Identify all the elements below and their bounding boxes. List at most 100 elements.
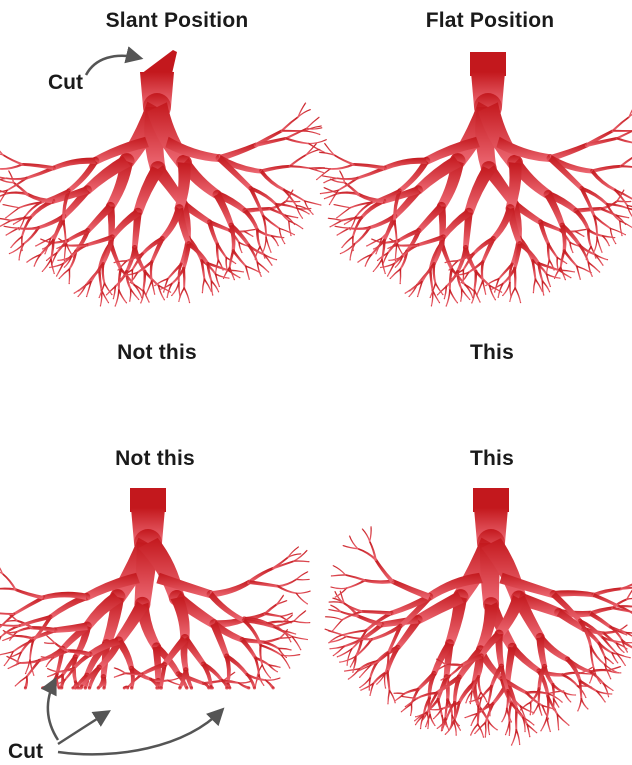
root-segment [281, 116, 299, 131]
root-joint [330, 605, 331, 606]
root-joint [54, 273, 55, 274]
root-segment [296, 591, 310, 594]
root-joint [332, 598, 333, 599]
root-joint [310, 109, 311, 110]
root-joint [470, 735, 471, 736]
root-segment [331, 586, 347, 589]
root-joint [178, 301, 179, 302]
root-joint [359, 677, 360, 678]
root-joint [228, 278, 229, 279]
root-joint [210, 687, 213, 690]
root-joint [414, 720, 415, 721]
root-joint [88, 686, 91, 689]
root-joint [609, 245, 610, 246]
root-joint [300, 553, 301, 554]
root-segment [352, 217, 363, 237]
root-segment [473, 272, 477, 291]
root-joint [44, 642, 45, 643]
root-joint [446, 685, 447, 686]
root-joint [292, 613, 293, 614]
root-joint [302, 218, 303, 219]
root-segment [21, 217, 32, 237]
root-joint [614, 237, 615, 238]
root-joint [319, 134, 320, 135]
root-joint [253, 687, 256, 690]
root-joint [427, 728, 428, 729]
root-joint [290, 637, 291, 638]
root-segment [134, 166, 164, 214]
root-joint [387, 703, 388, 704]
root-joint [568, 725, 569, 726]
root-joint [600, 683, 601, 684]
root-joint [329, 648, 330, 649]
root-segment [335, 226, 349, 229]
root-joint [474, 733, 475, 734]
root-segment [548, 156, 583, 190]
root-joint [5, 217, 6, 218]
root-joint [42, 271, 43, 272]
root-joint [234, 279, 235, 280]
root-segment [616, 128, 632, 140]
root-joint [60, 687, 63, 690]
root-joint [129, 301, 130, 302]
root-segment [617, 137, 632, 144]
root-joint [509, 301, 510, 302]
root-segment [209, 592, 246, 623]
root-joint [59, 278, 60, 279]
root-joint [393, 693, 394, 694]
root-joint [34, 266, 35, 267]
root-joint [360, 690, 361, 691]
cut-arrow [86, 56, 140, 75]
root-joint [389, 238, 390, 239]
heading-flat-position: Flat Position [360, 9, 620, 33]
root-joint [138, 299, 139, 300]
root-joint [16, 664, 17, 665]
root-joint [592, 276, 593, 277]
root-segment [533, 279, 536, 293]
root-segment [325, 616, 342, 620]
root-joint [420, 728, 421, 729]
root-joint [189, 302, 190, 303]
root-segment [168, 680, 181, 686]
root-joint [490, 289, 491, 290]
root-joint [40, 238, 41, 239]
root-segment [593, 593, 620, 607]
root-joint [525, 718, 526, 719]
heading-not-this: Not this [25, 447, 285, 471]
root-joint [373, 271, 374, 272]
root-joint [626, 634, 627, 635]
root-joint [410, 715, 411, 716]
root-joint [332, 630, 333, 631]
root-joint [290, 235, 291, 236]
root-segment [316, 168, 330, 180]
root-joint [599, 271, 600, 272]
root-joint [114, 677, 115, 678]
root-joint [145, 294, 146, 295]
root-segment [591, 170, 616, 191]
root-joint [566, 263, 567, 264]
root-segment [118, 290, 127, 304]
root-joint [286, 657, 287, 658]
root-joint [279, 667, 280, 668]
root-joint [511, 721, 512, 722]
root-joint [623, 652, 624, 653]
root-segment [29, 640, 34, 660]
root-joint [312, 214, 313, 215]
root-joint [495, 299, 496, 300]
heading-this: This [362, 447, 622, 471]
root-segment [476, 281, 483, 295]
root-joint [626, 648, 627, 649]
root-segment [322, 175, 337, 179]
root-joint [123, 687, 126, 690]
root-segment [346, 579, 365, 589]
root-joint [395, 702, 396, 703]
root-joint [439, 302, 440, 303]
root-segment [281, 654, 299, 656]
root-joint [328, 218, 329, 219]
root-joint [111, 294, 112, 295]
root-joint [310, 208, 311, 209]
root-joint [385, 273, 386, 274]
root-joint [47, 687, 50, 690]
root-joint [534, 712, 535, 713]
root-joint [307, 639, 308, 640]
